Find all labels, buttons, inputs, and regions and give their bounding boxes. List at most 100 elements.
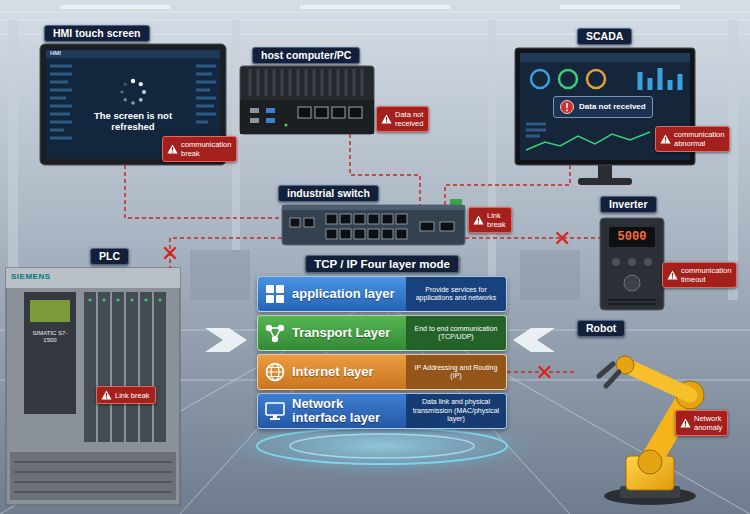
- layer-title: application layer: [292, 287, 395, 301]
- break-mark: [539, 367, 549, 377]
- switch-device: [282, 199, 465, 245]
- loading-spinner: [120, 79, 146, 105]
- factory-hall: [190, 250, 250, 300]
- layer-desc-box: Provide services for applications and ne…: [406, 277, 506, 311]
- plc-cabinet-art: [154, 292, 166, 442]
- factory-hall: [560, 5, 680, 9]
- layer-desc: IP Addressing and Routing (IP): [410, 364, 502, 381]
- plc-cabinet-art: [126, 292, 138, 442]
- scada-device: [515, 48, 695, 185]
- device-tag: Inverter: [600, 196, 657, 213]
- plc-cabinet-art: [24, 292, 76, 414]
- alarm-text: Link break: [115, 391, 150, 400]
- switch-device: [304, 218, 314, 227]
- layer-desc: End to end communication (TCP/UDP): [410, 325, 502, 342]
- switch-device: [326, 214, 454, 239]
- device-tag: HMI touch screen: [44, 25, 150, 42]
- layer-icon: [264, 400, 286, 422]
- switch-device: [420, 222, 434, 231]
- pc-device: [298, 107, 311, 118]
- loading-spinner: [124, 98, 127, 101]
- display-value: 5000: [609, 229, 655, 245]
- alarm-text: Network anomaly: [694, 414, 722, 432]
- pc-device: [315, 107, 328, 118]
- pc-device: [250, 69, 362, 96]
- loading-spinner: [139, 98, 143, 102]
- plc-cabinet-art: [30, 300, 70, 322]
- scada-monitor: SCADAData not receivedcommunication abno…: [515, 48, 695, 165]
- hmi-device: [50, 66, 216, 138]
- loading-spinner: [131, 101, 135, 105]
- plc-cabinet-art: [89, 299, 92, 302]
- inverter-device: [644, 258, 652, 266]
- pc-device: [250, 118, 259, 123]
- alert-icon: [560, 100, 574, 114]
- switch-device: [326, 229, 337, 239]
- plc-cabinet-art: [131, 299, 134, 302]
- link-line: [445, 165, 570, 205]
- inverter-device: [600, 218, 664, 310]
- loading-spinner: [142, 90, 146, 94]
- switch-device: [290, 218, 300, 227]
- network-switch: industrial switchLink break: [282, 205, 465, 245]
- switch-device: [440, 222, 454, 231]
- factory-hall: [488, 20, 496, 300]
- layer-desc: Data link and physical transmission (MAC…: [410, 398, 502, 423]
- link-line: [125, 165, 282, 218]
- robot-art: [625, 365, 690, 395]
- screen-message: The screen is not refreshed: [76, 110, 190, 132]
- inverter-device: [609, 227, 655, 247]
- warning-icon: [101, 390, 112, 400]
- layer-title: Transport Layer: [292, 326, 390, 340]
- scada-device: [598, 165, 612, 179]
- layer-title: Internet layer: [292, 365, 374, 379]
- pc-device: [349, 107, 362, 118]
- break-mark: [165, 248, 175, 258]
- alarm-badge: Link break: [468, 207, 512, 233]
- pc-device: [240, 66, 374, 134]
- scada-device: [587, 70, 605, 88]
- plc-cabinet-art: [159, 299, 162, 302]
- pc-device: [284, 123, 287, 126]
- link-line: [507, 371, 575, 373]
- alarm-text: communication break: [181, 140, 231, 158]
- tcpip-model: TCP / IP Four layer modeapplication laye…: [257, 276, 507, 429]
- alert-dialog: Data not received: [553, 96, 653, 118]
- switch-device: [368, 229, 379, 239]
- pc-device: [240, 66, 374, 134]
- loading-spinner: [124, 83, 127, 86]
- scada-device: [526, 124, 546, 136]
- plc-cabinet-art: [89, 299, 162, 302]
- layer-head: application layer: [258, 277, 406, 311]
- alarm-badge: Data not received: [376, 106, 429, 132]
- pc-unit: host computer/PCData not received: [240, 66, 374, 134]
- switch-device: [450, 199, 462, 205]
- layer-band: Internet layer IP Addressing and Routing …: [257, 354, 507, 390]
- glow-platform: [257, 428, 507, 464]
- scada-device: [526, 132, 650, 150]
- pc-device: [332, 107, 345, 118]
- alert-text: Data not received: [579, 102, 646, 112]
- inverter-device: [608, 300, 656, 304]
- warning-icon: [667, 270, 678, 280]
- switch-device: [282, 205, 465, 210]
- factory-hall: [520, 250, 580, 300]
- robot-arm: RobotNetwork anomaly: [575, 340, 720, 505]
- device-tag: Robot: [577, 320, 625, 337]
- break-mark: [165, 248, 175, 258]
- plc-cabinet-art: [145, 299, 148, 302]
- glow-platform: [290, 434, 474, 458]
- layer-head: Network interface layer: [258, 394, 406, 428]
- layer-desc-box: IP Addressing and Routing (IP): [406, 355, 506, 389]
- warning-icon: [680, 418, 691, 428]
- alarm-badge: Network anomaly: [675, 410, 728, 436]
- switch-device: [282, 205, 465, 245]
- layer-icon: [264, 361, 286, 383]
- inverter-device: [628, 258, 636, 266]
- scada-device: [578, 178, 632, 185]
- switch-device: [340, 229, 351, 239]
- inverter-device: [624, 275, 640, 291]
- plc-cabinet-art: [117, 299, 120, 302]
- brand-label: SIEMENS: [11, 272, 51, 282]
